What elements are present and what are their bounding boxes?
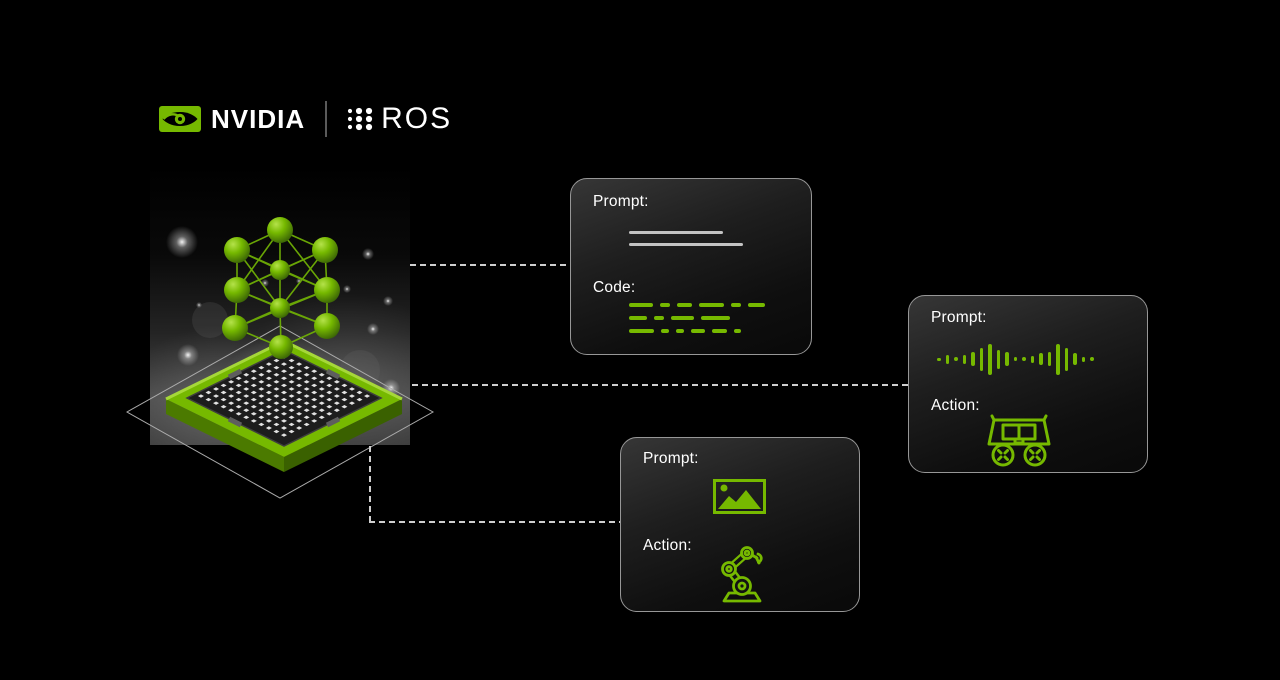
brand-header: NVIDIA ROS xyxy=(158,100,452,138)
ros-dots-icon xyxy=(347,106,373,132)
image-icon xyxy=(713,479,766,519)
connector-dashed-bottom-horizontal xyxy=(369,521,620,523)
robot-arm-icon xyxy=(714,540,770,609)
prompt-label: Prompt: xyxy=(643,450,699,467)
nvidia-eye-icon xyxy=(158,104,202,134)
neural-network xyxy=(222,217,340,359)
rover-robot-icon xyxy=(979,412,1059,473)
action-label: Action: xyxy=(931,397,980,414)
prompt-label: Prompt: xyxy=(593,193,649,210)
chip-neural-network-graphic xyxy=(125,217,435,499)
code-label: Code: xyxy=(593,279,636,296)
nvidia-wordmark: NVIDIA xyxy=(211,103,306,134)
connector-dashed-bottom-vertical xyxy=(369,446,371,523)
ros-wordmark: ROS xyxy=(381,102,453,135)
prompt-code-card: Prompt: Code: xyxy=(570,178,812,355)
prompt-placeholder-lines xyxy=(629,231,743,246)
connector-dashed-middle xyxy=(412,384,908,386)
prompt-action-image-card: Prompt: Action: xyxy=(620,437,860,612)
chip-pad-grid xyxy=(197,355,371,437)
diamond-outline xyxy=(125,325,435,499)
brand-divider xyxy=(325,101,328,137)
prompt-label: Prompt: xyxy=(931,309,987,326)
code-placeholder xyxy=(629,303,765,333)
ai-chip-illustration xyxy=(125,165,445,510)
action-label: Action: xyxy=(643,537,692,554)
gpu-chip xyxy=(165,339,403,472)
audio-waveform-icon xyxy=(937,340,1097,378)
connector-dashed-top xyxy=(410,264,570,266)
prompt-action-audio-card: Prompt: Action: xyxy=(908,295,1148,473)
